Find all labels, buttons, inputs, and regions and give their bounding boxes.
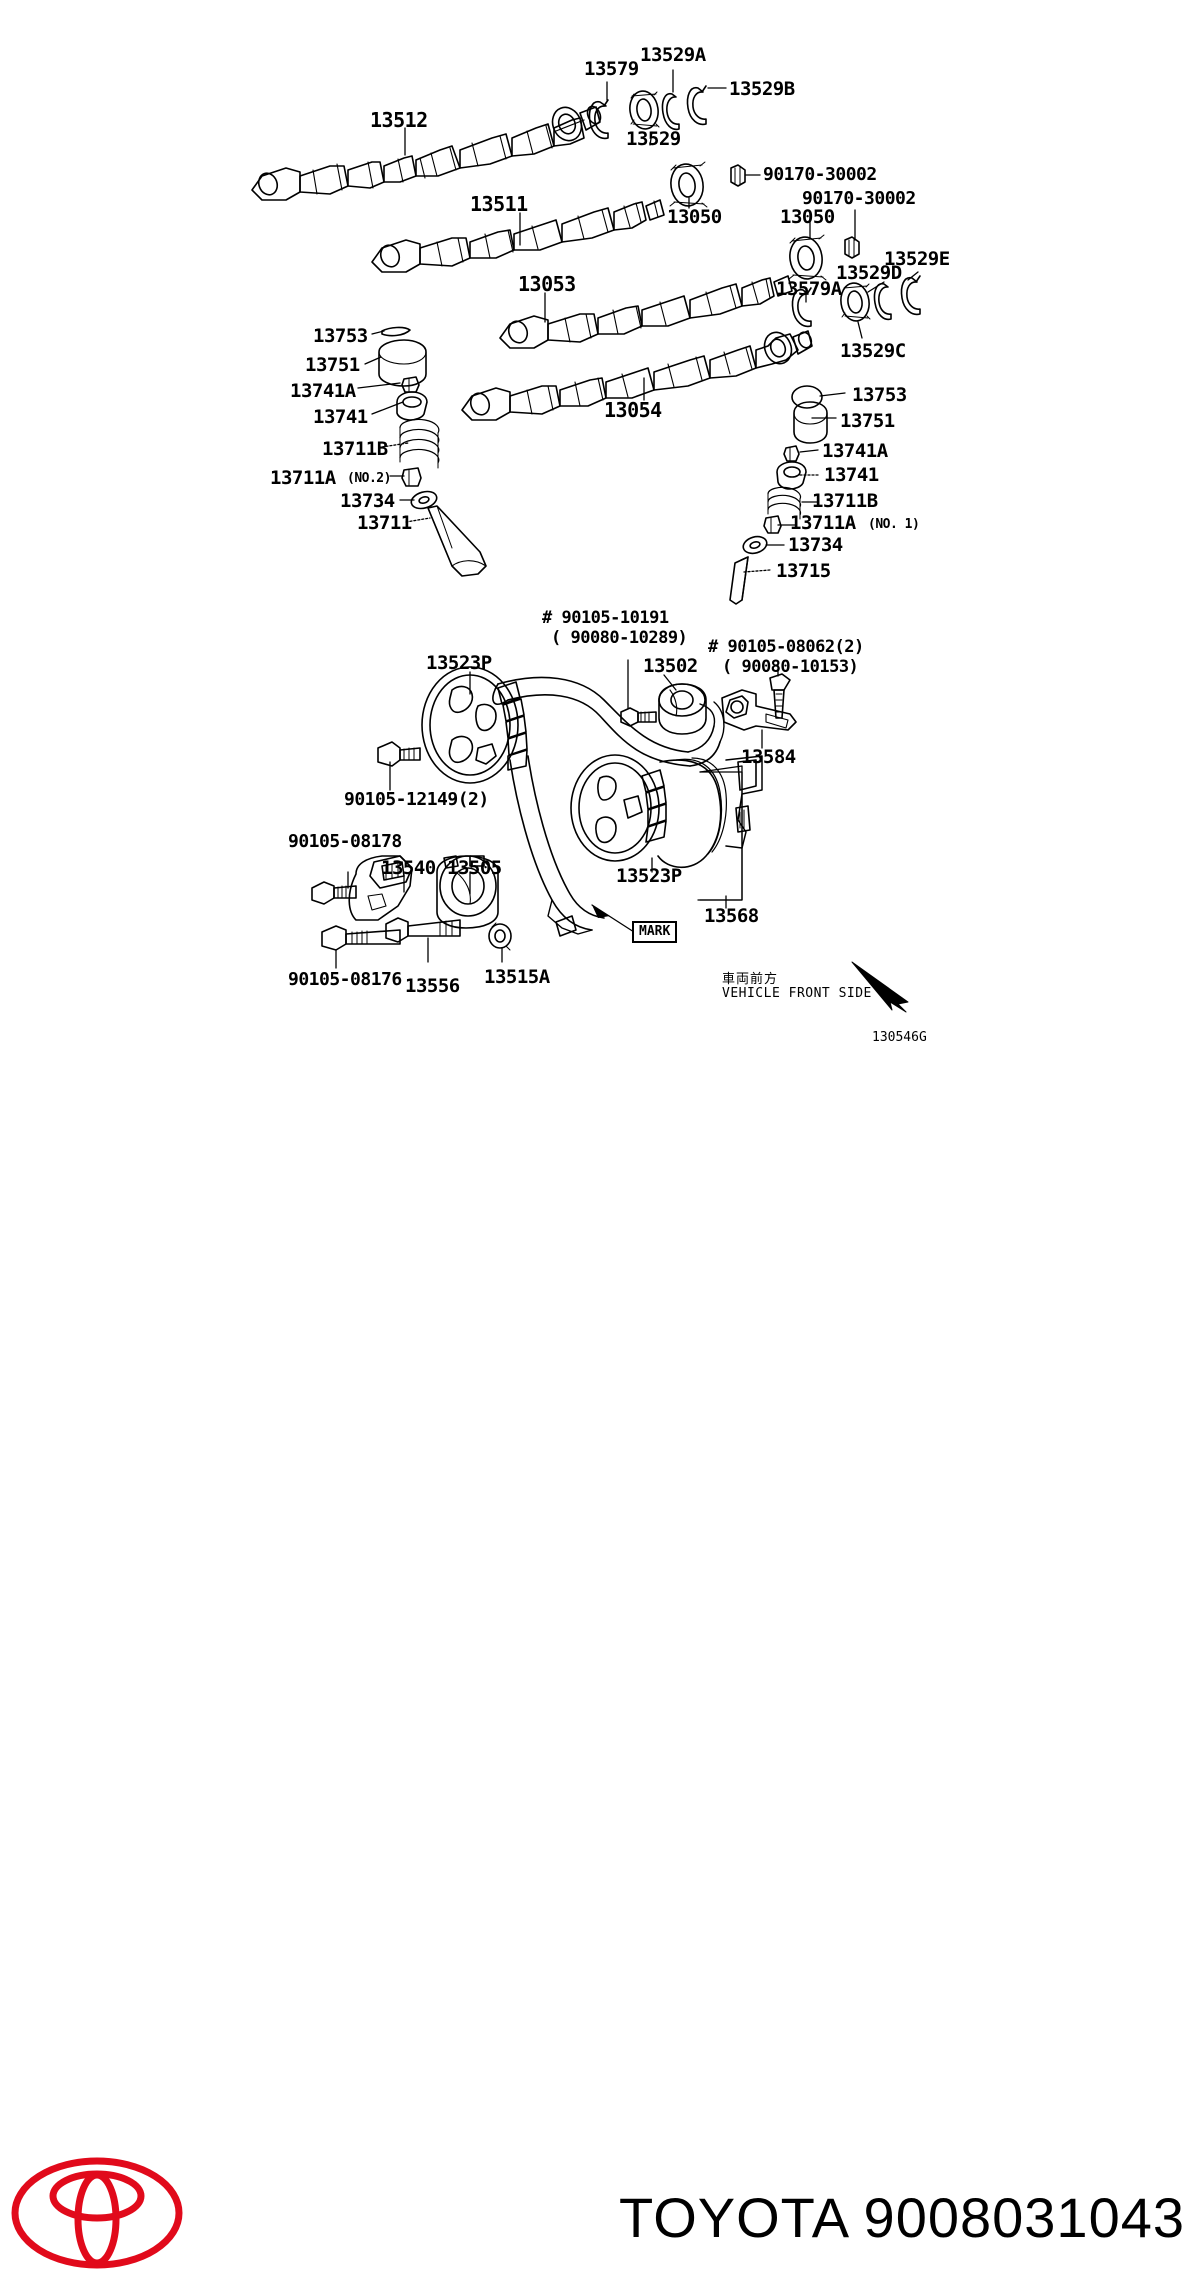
label-13505: 13505	[447, 857, 502, 879]
label-13540: 13540	[381, 857, 436, 879]
label-13529b: 13529B	[729, 78, 795, 100]
label-13751-right: 13751	[840, 410, 895, 432]
label-13751-left: 13751	[305, 354, 360, 376]
mark-pointer	[591, 904, 635, 933]
diagram-canvas	[0, 0, 1200, 1075]
label-13753-right: 13753	[852, 384, 907, 406]
label-13502: 13502	[643, 655, 698, 677]
label-13711a-left-suffix: (NO.2)	[347, 471, 391, 486]
label-13584: 13584	[741, 746, 796, 768]
label-bolt-90105-10191: # 90105-10191	[542, 608, 669, 628]
label-13529d: 13529D	[836, 262, 902, 284]
label-13753-left: 13753	[313, 325, 368, 347]
label-13511: 13511	[470, 192, 528, 216]
diagram-code: 130546G	[872, 1030, 927, 1045]
label-13523p-bottom: 13523P	[616, 865, 682, 887]
diagram-artwork	[251, 69, 921, 1013]
label-bolt-90105-08062: # 90105-08062(2)	[708, 637, 864, 657]
label-13556: 13556	[405, 975, 460, 997]
footer-banner: TOYOTA 9008031043	[0, 1075, 1200, 2269]
label-13711a-left: 13711A	[270, 467, 336, 489]
label-13711a-right: 13711A	[790, 512, 856, 534]
label-13054: 13054	[604, 398, 662, 422]
label-13053: 13053	[518, 272, 576, 296]
label-13734-right: 13734	[788, 534, 843, 556]
label-13711b-right: 13711B	[812, 490, 878, 512]
label-13715: 13715	[776, 560, 831, 582]
label-13529a: 13529A	[640, 44, 706, 66]
valve-train-right	[729, 385, 828, 605]
label-13711a-right-suffix: (NO. 1)	[868, 517, 920, 532]
label-13741a-right: 13741A	[822, 440, 888, 462]
label-bolt-90105-08178: 90105-08178	[288, 831, 402, 852]
label-90170-30002-right: 90170-30002	[802, 188, 916, 209]
footer-part-number: TOYOTA 9008031043	[619, 2186, 1185, 2249]
label-13741-right: 13741	[824, 464, 879, 486]
label-13711-left: 13711	[357, 512, 412, 534]
label-13523p-top: 13523P	[426, 652, 492, 674]
leader-lines	[335, 69, 919, 969]
label-13050-right: 13050	[780, 206, 835, 228]
mark-label: MARK	[632, 921, 678, 943]
label-13050-left: 13050	[667, 206, 722, 228]
label-13734-left: 13734	[340, 490, 395, 512]
label-13568: 13568	[704, 905, 759, 927]
camshaft-13512	[251, 105, 602, 201]
vehicle-front-arrow	[851, 961, 909, 1013]
timing-belt-assembly	[311, 666, 797, 951]
label-bolt-90105-12149: 90105-12149(2)	[344, 789, 489, 810]
label-13579a: 13579A	[776, 278, 842, 300]
label-13741-left: 13741	[313, 406, 368, 428]
camshaft-13511	[371, 199, 665, 273]
valve-train-left	[378, 326, 487, 577]
callout-13568	[697, 765, 743, 901]
label-13529c: 13529C	[840, 340, 906, 362]
ring-group-top	[588, 85, 921, 328]
label-13529e: 13529E	[884, 248, 950, 270]
label-90170-30002-left: 90170-30002	[763, 164, 877, 185]
label-13529: 13529	[626, 128, 681, 150]
camshaft-13053	[499, 275, 793, 349]
label-bolt-90105-08176: 90105-08176	[288, 969, 402, 990]
label-bolt-90080-10289: ( 90080-10289)	[551, 628, 688, 648]
toyota-logo	[11, 2157, 183, 2269]
label-13512: 13512	[370, 108, 428, 132]
label-bolt-90080-10153: ( 90080-10153)	[722, 657, 859, 677]
label-13515a: 13515A	[484, 966, 550, 988]
label-13741a-left: 13741A	[290, 380, 356, 402]
camshaft-13054	[461, 330, 813, 421]
vehicle-front-en: VEHICLE FRONT SIDE	[722, 986, 872, 1001]
label-13579: 13579	[584, 58, 639, 80]
vehicle-front-jp: 車両前方	[722, 972, 779, 987]
label-13711b-left: 13711B	[322, 438, 388, 460]
